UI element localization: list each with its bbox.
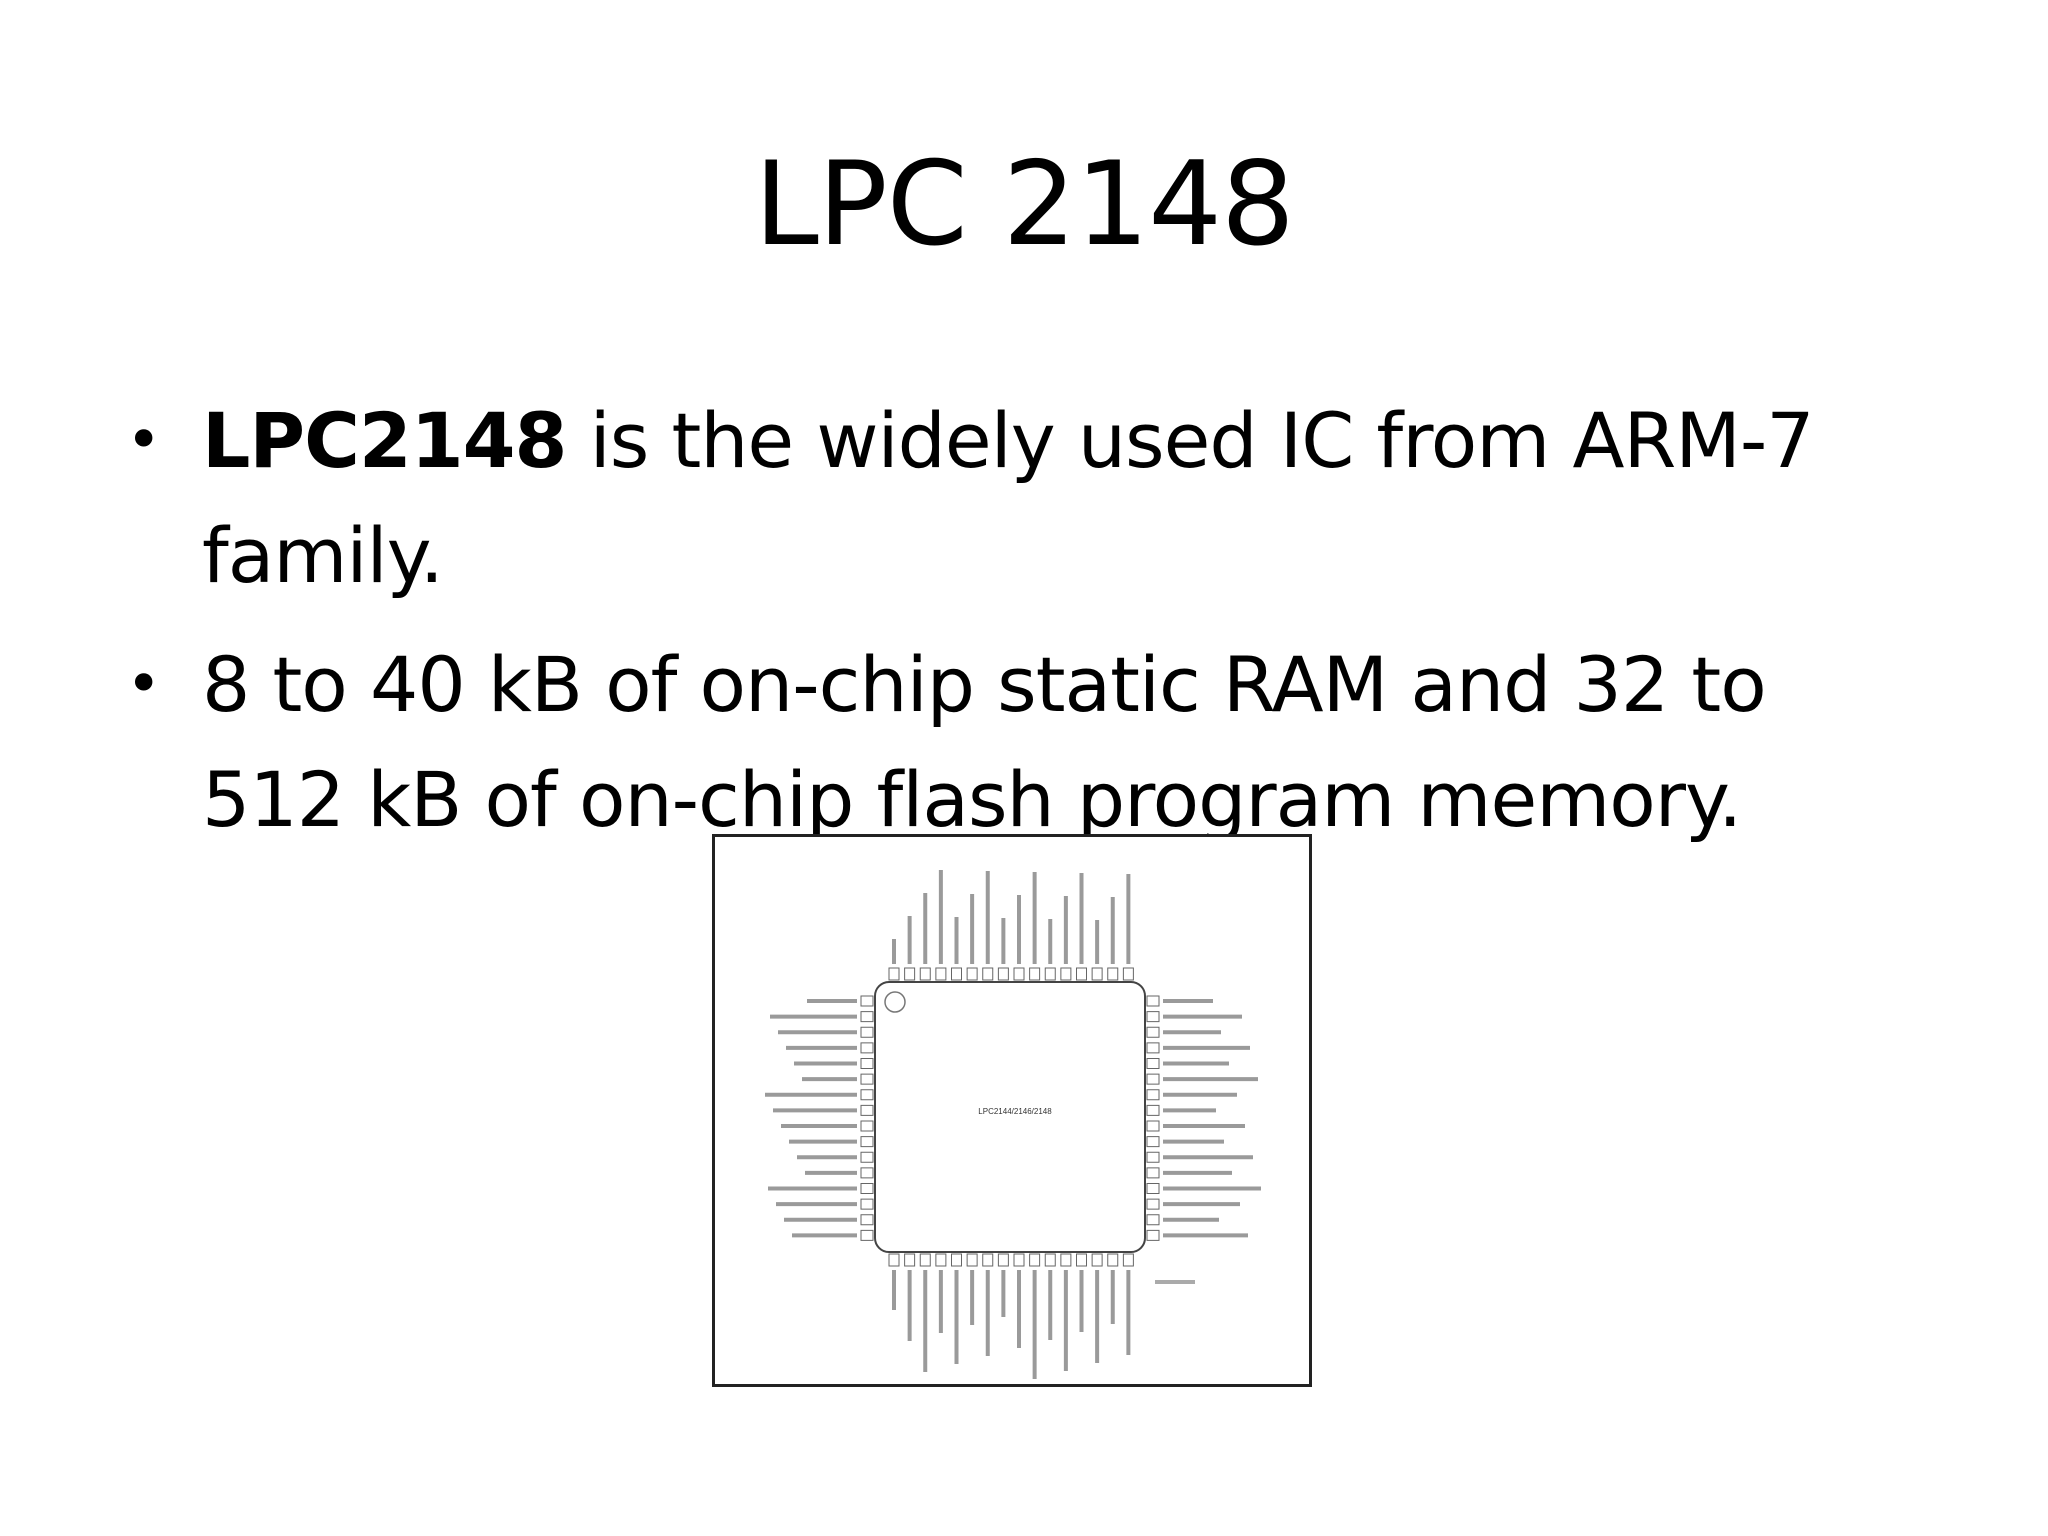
bullet-text: is the widely used IC from ARM-7 family. bbox=[202, 396, 1815, 600]
chip-label: LPC2144/2146/2148 bbox=[978, 1107, 1052, 1116]
chip-pinout-icon bbox=[765, 870, 1261, 1379]
bullet-text: 8 to 40 kB of on-chip static RAM and 32 … bbox=[202, 640, 1767, 844]
pinout-diagram-image: LPC2144/2146/2148 bbox=[712, 834, 1312, 1387]
bullet-dot-icon: • bbox=[126, 649, 161, 719]
bullet-item-lpc2148: • LPC2148 is the widely used IC from ARM… bbox=[122, 383, 1842, 613]
slide-title: LPC 2148 bbox=[754, 137, 1295, 272]
bullet-item-memory: • 8 to 40 kB of on-chip static RAM and 3… bbox=[122, 627, 1842, 857]
bullet-bold-term: LPC2148 bbox=[202, 396, 567, 485]
bullet-list: • LPC2148 is the widely used IC from ARM… bbox=[122, 383, 1842, 871]
bullet-dot-icon: • bbox=[126, 405, 161, 475]
